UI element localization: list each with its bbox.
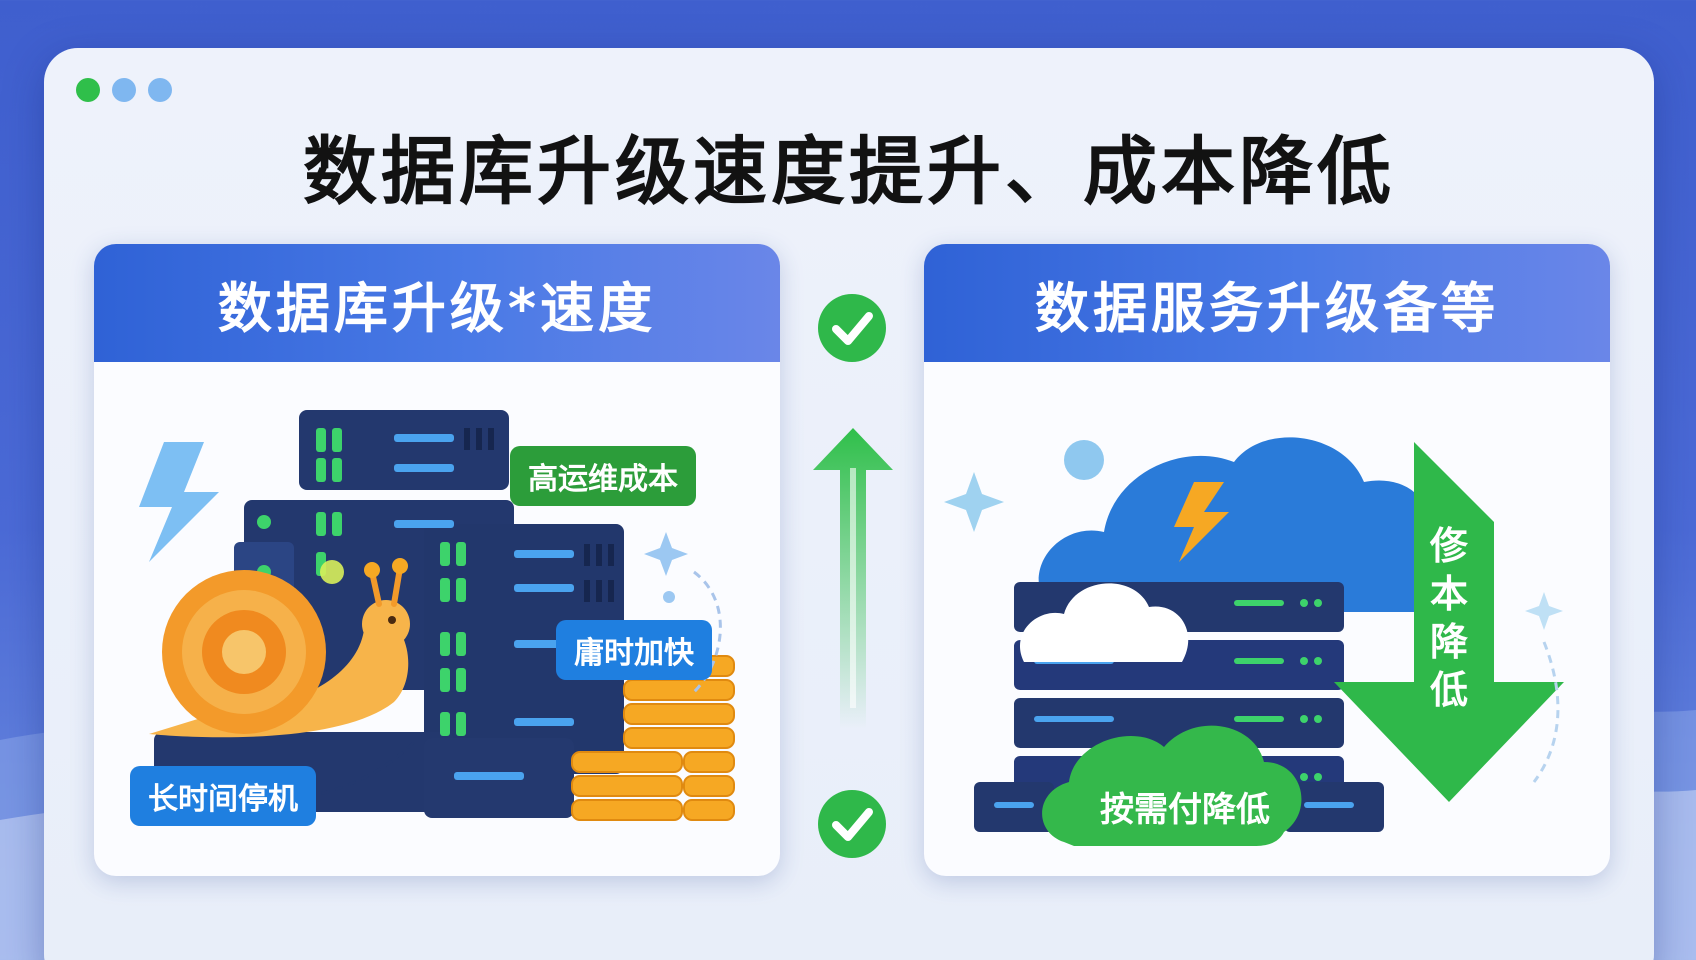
tag-pay-down: 按需付降低 — [1100, 790, 1270, 830]
left-panel: 数据库升级*速度 — [94, 244, 780, 876]
right-panel-title: 数据服务升级备等 — [924, 244, 1610, 362]
window-dot-blue-1[interactable] — [112, 78, 136, 102]
sparkle-icon — [644, 532, 688, 603]
left-panel-title: 数据库升级*速度 — [94, 244, 780, 362]
snail-icon — [149, 558, 410, 738]
down-arrow-icon — [1334, 442, 1564, 802]
right-panel-illustration: 俢 本 降 低 按需付降低 — [924, 362, 1610, 876]
right-illustration-svg — [944, 437, 1564, 846]
cloud-icon-white — [1019, 583, 1189, 662]
cost-down-vertical-label: 俢 本 降 低 — [1429, 524, 1468, 712]
cloud-icon-green — [1042, 725, 1302, 846]
up-arrow-icon — [813, 428, 893, 728]
window-dot-blue-2[interactable] — [148, 78, 172, 102]
tag-downtime: 长时间停机 — [130, 766, 316, 826]
check-icon-bottom — [818, 790, 886, 858]
sparkle-icon — [944, 440, 1563, 630]
app-window: 数据库升级速度提升、成本降低 数据库升级*速度 — [44, 48, 1654, 960]
right-panel: 数据服务升级备等 — [924, 244, 1610, 876]
window-controls — [76, 78, 172, 102]
cloud-icon — [1038, 437, 1443, 612]
coins-icon — [571, 655, 735, 821]
tag-extra-time: 庸时加快 — [556, 620, 712, 680]
lightning-icon — [139, 442, 219, 562]
left-panel-illustration: 高运维成本 庸时加快 长时间停机 — [94, 362, 780, 876]
tag-high-cost: 高运维成本 — [510, 446, 696, 506]
check-icon — [818, 294, 886, 362]
page-title: 数据库升级速度提升、成本降低 — [303, 129, 1395, 215]
window-dot-green[interactable] — [76, 78, 100, 102]
